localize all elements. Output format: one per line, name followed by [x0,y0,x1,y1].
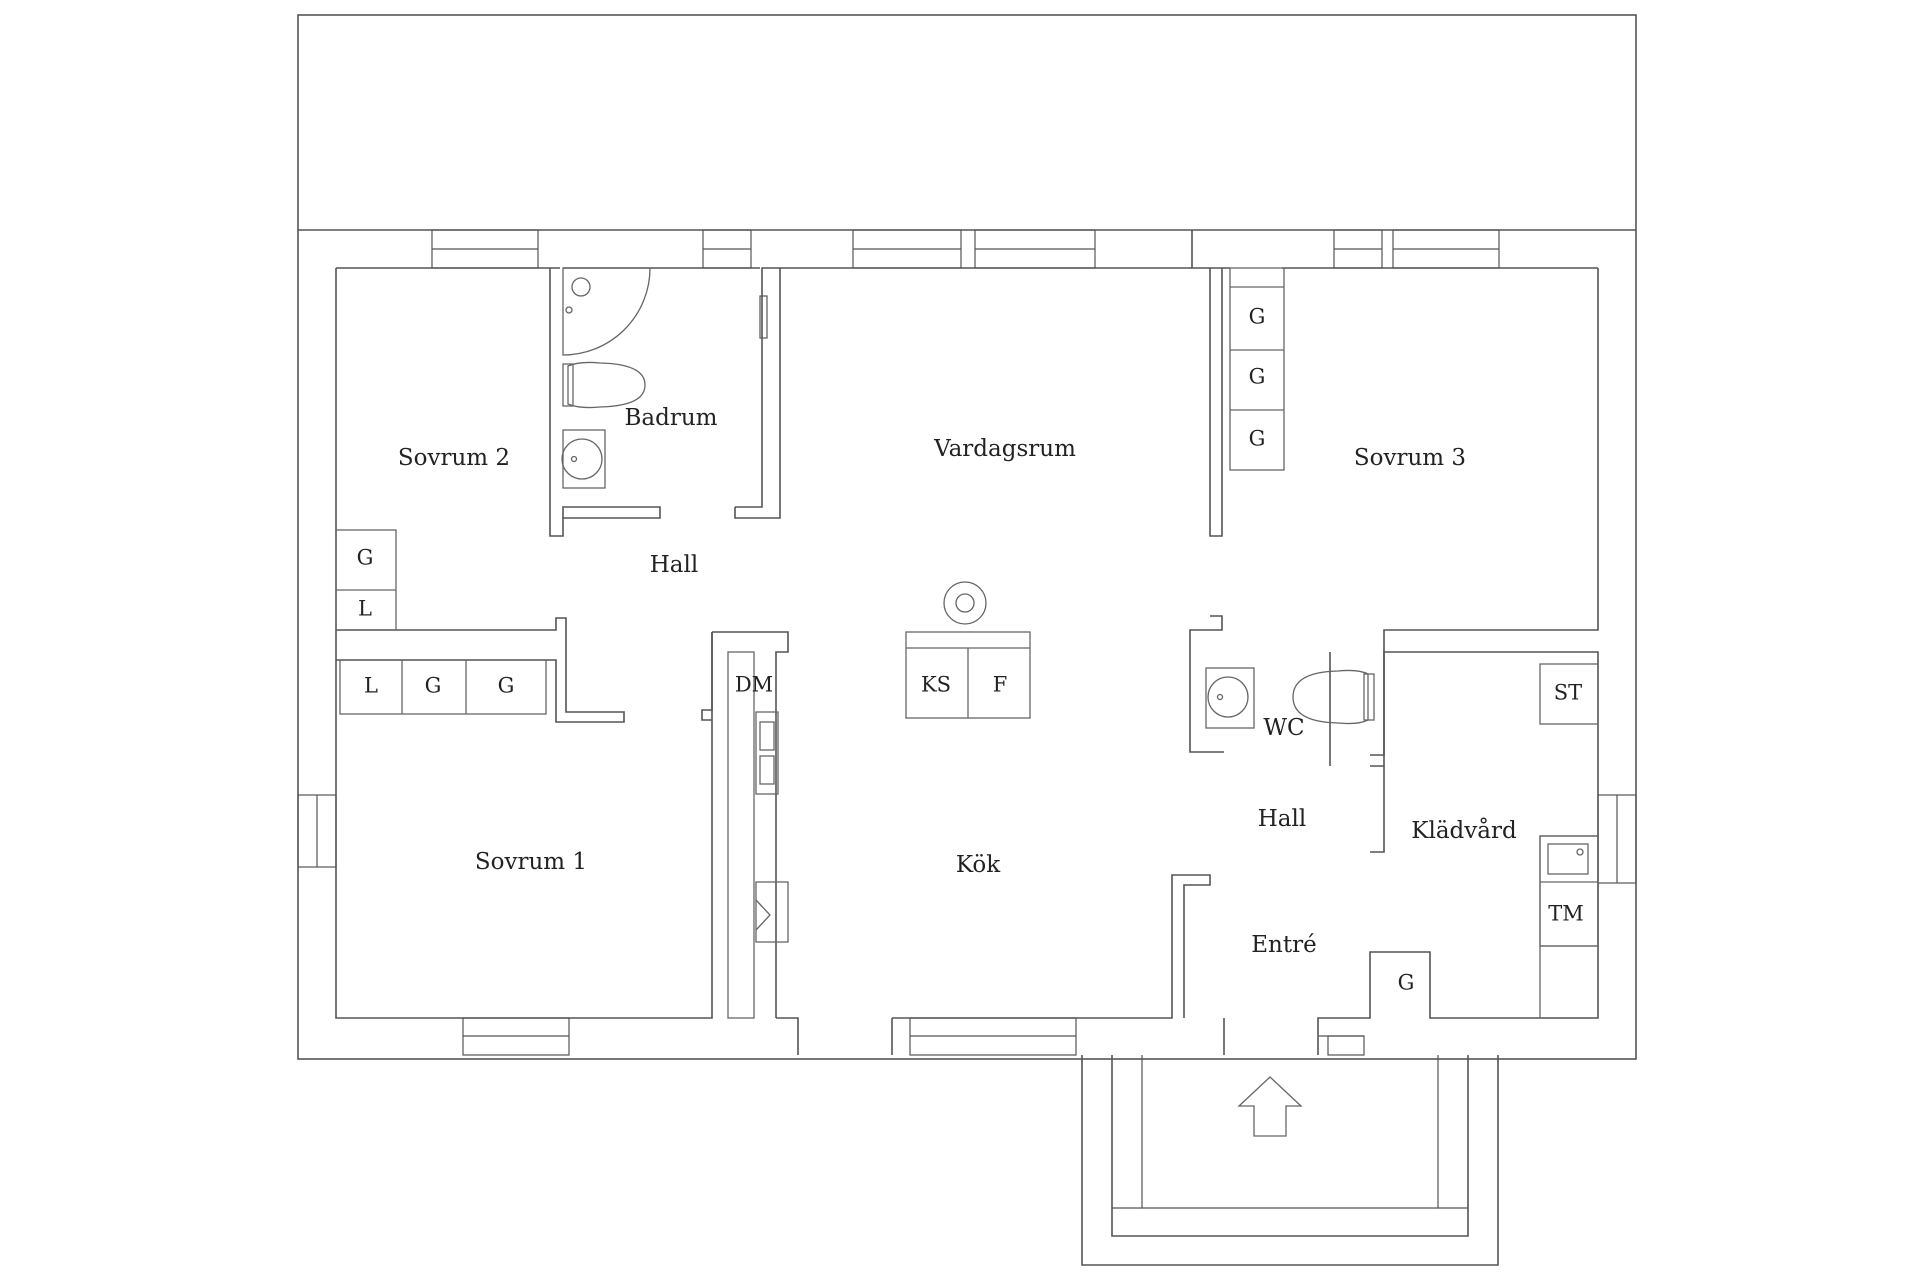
walls [297,229,1637,1056]
fixture-code-st: ST [1554,681,1582,705]
fixture-code-sovrum1-g1: G [425,674,442,698]
cabinets [335,267,1599,1019]
room-label-entre: Entré [1251,932,1316,958]
room-label-sovrum-2: Sovrum 2 [398,445,510,471]
room-label-badrum: Badrum [625,405,718,431]
kitchen-counter [727,581,987,1019]
fixture-code-sovrum1-g2: G [498,674,515,698]
arrow-up-icon [1237,1076,1303,1137]
fixture-code-tm: TM [1548,902,1584,926]
room-label-kladvard: Klädvård [1411,817,1517,844]
fixture-code-sovrum3-g2: G [1249,365,1266,389]
fixture-code-sovrum3-g3: G [1249,427,1266,451]
fixture-code-ks: KS [921,673,951,697]
wc-fixtures [1205,667,1375,729]
room-label-hall-upper: Hall [650,552,698,578]
fixture-code-sovrum2-g: G [357,546,374,570]
entrance-porch [1081,1055,1499,1266]
fixture-code-dm: DM [735,673,773,697]
room-label-sovrum-3: Sovrum 3 [1354,445,1466,471]
fixture-code-sovrum2-l: L [358,597,372,621]
room-label-kok: Kök [956,852,1001,878]
room-label-wc: WC [1263,715,1304,741]
fixture-code-sovrum1-l: L [364,674,378,698]
fixture-code-entre-g: G [1398,971,1415,995]
fixture-code-f: F [993,673,1008,697]
bathroom-fixtures [561,267,651,489]
room-label-sovrum-1: Sovrum 1 [475,849,587,875]
room-label-vardagsrum: Vardagsrum [933,436,1076,462]
room-label-hall-lower: Hall [1258,806,1306,832]
roof-outline [297,14,1637,1060]
fixture-code-sovrum3-g1: G [1249,305,1266,329]
